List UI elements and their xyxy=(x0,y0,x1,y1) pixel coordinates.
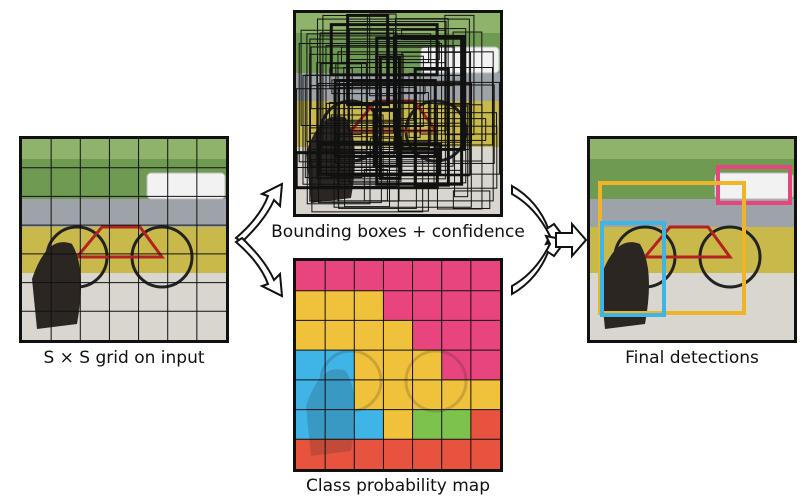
class-cell-yellow xyxy=(296,290,326,321)
candidate-box xyxy=(317,143,382,204)
class-cell-magenta xyxy=(470,290,500,321)
class-cell-yellow xyxy=(354,320,384,351)
input-grid-panel xyxy=(19,136,229,343)
candidate-box xyxy=(348,28,467,184)
class-cell-green xyxy=(412,409,442,440)
class-cell-magenta xyxy=(296,261,326,291)
candidate-box xyxy=(333,84,472,208)
candidate-box xyxy=(419,112,498,135)
grid-lines xyxy=(22,139,226,340)
class-cell-red xyxy=(296,439,326,469)
class-cell-red xyxy=(441,439,471,469)
candidate-box xyxy=(316,62,446,180)
candidate-box xyxy=(351,81,500,175)
candidate-boxes xyxy=(296,13,500,213)
candidate-box xyxy=(444,14,475,136)
class-cell-yellow xyxy=(325,290,355,321)
class-cell-magenta xyxy=(470,350,500,380)
input-image xyxy=(22,139,226,340)
class-cell-green xyxy=(441,409,471,440)
class-cell-yellow xyxy=(325,320,355,351)
arrow-to-bounding-boxes xyxy=(234,182,284,244)
class-cells xyxy=(296,261,500,469)
class-cell-red xyxy=(325,439,355,469)
class-cell-blue xyxy=(354,409,384,440)
candidate-box xyxy=(372,108,399,168)
class-cell-blue xyxy=(325,409,355,440)
class-map-panel xyxy=(293,258,503,472)
candidate-box xyxy=(309,53,404,150)
candidate-box xyxy=(306,33,432,143)
arrow-to-final xyxy=(555,221,588,259)
candidate-box xyxy=(333,79,437,158)
class-cell-red xyxy=(383,439,413,469)
input-grid-caption: S × S grid on input xyxy=(43,348,205,368)
candidate-box xyxy=(329,67,353,89)
bounding-boxes-image xyxy=(296,13,500,214)
class-cell-magenta xyxy=(441,320,471,351)
candidate-box xyxy=(337,136,402,182)
class-cell-magenta xyxy=(325,261,355,291)
class-cell-yellow xyxy=(354,350,384,380)
final-detections-panel xyxy=(587,136,797,343)
class-cell-magenta xyxy=(383,261,413,291)
class-cell-yellow xyxy=(412,350,442,380)
final-detections-caption: Final detections xyxy=(625,348,759,368)
candidate-box xyxy=(296,88,381,169)
class-cell-magenta xyxy=(412,290,442,321)
class-cell-yellow xyxy=(296,320,326,351)
class-cell-yellow xyxy=(470,379,500,410)
class-cell-blue xyxy=(325,350,355,380)
class-cell-magenta xyxy=(441,350,471,380)
candidate-box xyxy=(330,114,384,178)
candidate-box xyxy=(310,46,455,110)
class-cell-magenta xyxy=(412,261,442,291)
class-cell-blue xyxy=(296,379,326,410)
arrow-to-class-map xyxy=(234,236,284,298)
candidate-box xyxy=(296,151,439,190)
class-cell-magenta xyxy=(470,320,500,351)
bounding-boxes-panel xyxy=(293,10,503,217)
candidate-box xyxy=(302,74,463,185)
dog-detection-box xyxy=(600,221,666,317)
class-cell-yellow xyxy=(354,290,384,321)
class-cell-red xyxy=(470,439,500,469)
class-cell-yellow xyxy=(441,379,471,410)
class-map-image xyxy=(296,261,500,469)
class-cell-yellow xyxy=(383,350,413,380)
class-cell-yellow xyxy=(383,379,413,410)
class-cell-red xyxy=(470,409,500,440)
candidate-box xyxy=(433,125,498,189)
class-cell-magenta xyxy=(470,261,500,291)
class-cell-red xyxy=(354,439,384,469)
class-cell-yellow xyxy=(383,409,413,440)
class-cell-magenta xyxy=(354,261,384,291)
class-cell-yellow xyxy=(383,320,413,351)
class-cell-red xyxy=(412,439,442,469)
candidate-box xyxy=(329,23,439,77)
class-cell-magenta xyxy=(412,320,442,351)
class-cell-magenta xyxy=(441,261,471,291)
class-cell-blue xyxy=(296,350,326,380)
class-cell-blue xyxy=(325,379,355,410)
bounding-boxes-caption: Bounding boxes + confidence xyxy=(271,222,525,242)
candidate-box xyxy=(298,43,443,163)
final-detections-image xyxy=(590,139,794,340)
class-grid-lines xyxy=(296,261,500,469)
candidate-box xyxy=(329,101,415,121)
class-cell-yellow xyxy=(354,379,384,410)
class-cell-magenta xyxy=(383,290,413,321)
candidate-box xyxy=(304,74,363,179)
candidate-box xyxy=(363,169,388,202)
class-cell-magenta xyxy=(441,290,471,321)
class-cell-blue xyxy=(296,409,326,440)
class-cell-yellow xyxy=(412,379,442,410)
class-map-caption: Class probability map xyxy=(305,476,490,496)
candidate-box xyxy=(343,66,493,146)
